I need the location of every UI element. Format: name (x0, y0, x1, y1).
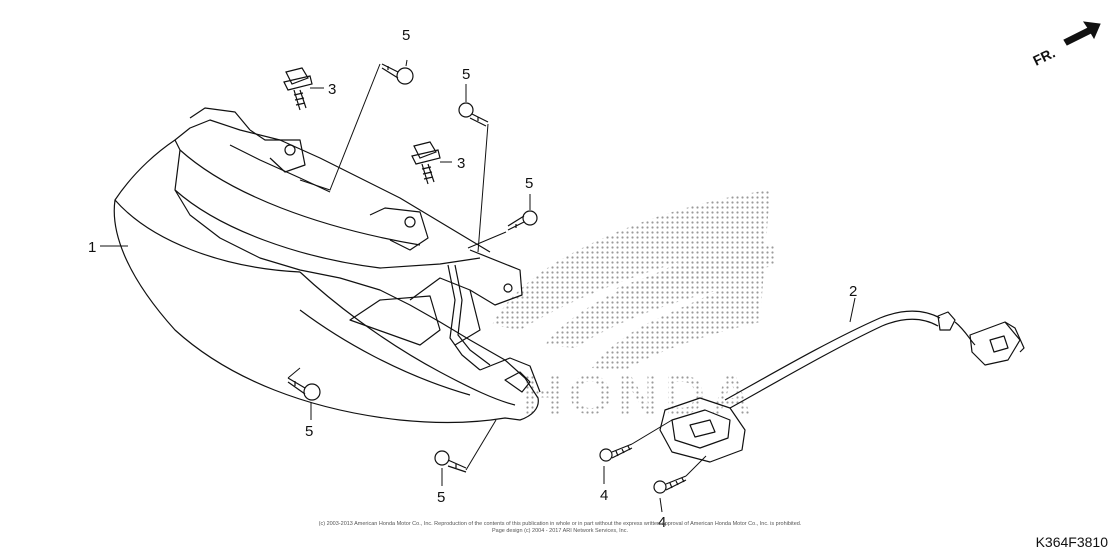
front-direction-label: FR. (1030, 44, 1057, 68)
tapping-screw-a (599, 443, 633, 462)
headlight-assembly (113, 107, 541, 424)
callout-4-screw-b: 4 (658, 514, 666, 531)
callout-1-headlight: 1 (88, 239, 96, 256)
honda-watermark-text: HONDA (522, 363, 757, 426)
honda-wing-watermark: HONDA (492, 190, 775, 426)
callout-3-middle-bolt: 3 (457, 155, 465, 172)
flange-bolt-middle (411, 141, 441, 185)
trim-clip-top (381, 63, 414, 85)
trim-clip-left-lower (287, 377, 321, 401)
copyright-notice: (c) 2003-2013 American Honda Motor Co., … (300, 521, 820, 535)
trim-clip-bottom (434, 450, 467, 473)
trim-clip-right-upper (458, 102, 489, 127)
diagram-code: K364F3810 (1035, 534, 1108, 550)
leader-lines (100, 59, 856, 513)
trim-clip-right-middle (507, 210, 538, 231)
callout-5-left-lower-clip: 5 (305, 423, 313, 440)
page-design-line: Page design (c) 2004 - 2017 ARI Network … (491, 528, 629, 534)
copyright-line: (c) 2003-2013 American Honda Motor Co., … (318, 521, 802, 527)
front-direction-indicator: FR. (1030, 21, 1101, 69)
callout-5-right-middle-clip: 5 (525, 175, 533, 192)
tapping-screw-b (653, 475, 687, 494)
sub-harness (659, 310, 1025, 463)
callout-5-top-clip: 5 (402, 27, 410, 44)
callout-2-sub-harness: 2 (849, 283, 857, 300)
callout-3-upper-bolt: 3 (328, 81, 336, 98)
flange-bolt-upper (283, 67, 313, 111)
callout-4-screw-a: 4 (600, 487, 608, 504)
callout-5-bottom-clip: 5 (437, 489, 445, 506)
callout-5-right-upper-clip: 5 (462, 66, 470, 83)
